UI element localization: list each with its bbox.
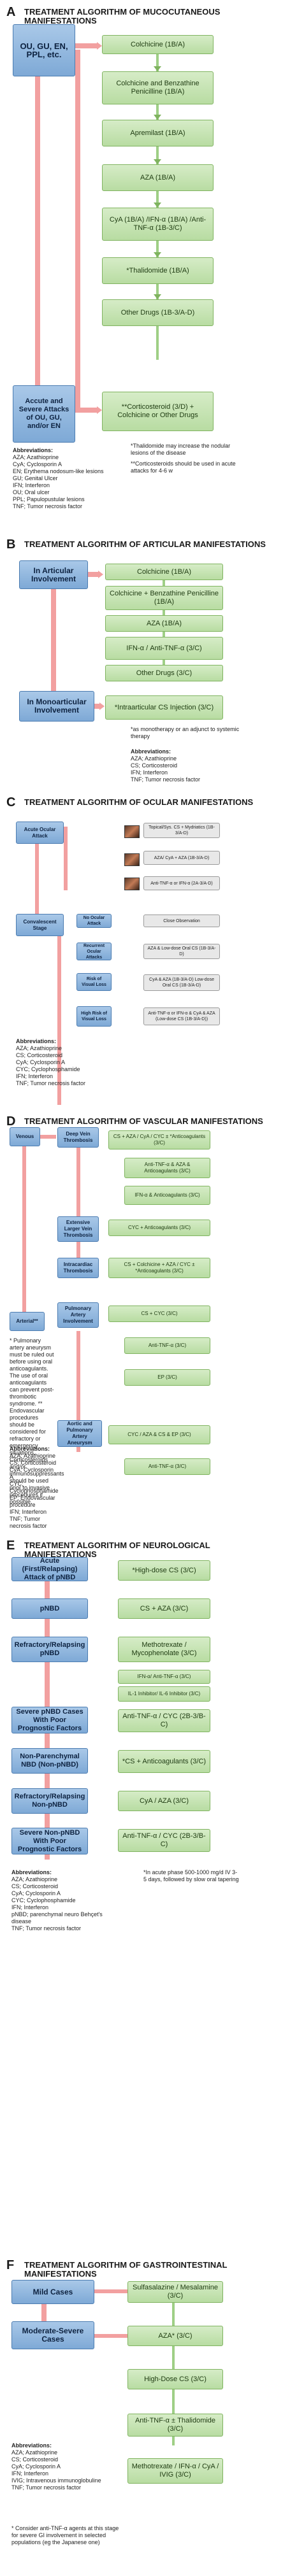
- e-left-0: Acute (First/Relapsing) Attack of pNBD: [11, 1557, 88, 1581]
- f-left-1: Moderate-Severe Cases: [11, 2321, 94, 2349]
- a-right-2: Apremilast (1B/A): [102, 120, 214, 146]
- c-right-3: Close Observation: [143, 914, 220, 927]
- d-mid-0: Deep Vein Thrombosis: [57, 1127, 99, 1148]
- e-left-6: Severe Non-pNBD With Poor Prognostic Fac…: [11, 1828, 88, 1854]
- a-right-3: AZA (1B/A): [102, 164, 214, 191]
- b-left-box-2: In Monoarticular Involvement: [19, 691, 94, 722]
- c-mid-0: No Ocular Attack: [76, 914, 112, 928]
- e-right-5: Anti-TNF-α / CYC (2B-3/B-C): [118, 1709, 210, 1732]
- a-left-box-2: Accute and Severe Attacks of OU, GU, and…: [13, 385, 75, 443]
- e-footnote: *In acute phase 500-1000 mg/d IV 3-5 day…: [143, 1869, 239, 1882]
- e-right-1: CS + AZA (3/C): [118, 1598, 210, 1619]
- b-right-0: Colchicine (1B/A): [105, 564, 223, 580]
- section-f-title: F TREATMENT ALGORITHM OF GASTROINTESTINA…: [6, 2258, 228, 2279]
- d-right-8: CYC / AZA & CS & EP (3/C): [108, 1425, 210, 1444]
- c-mid-3: High Risk of Visual Loss: [76, 1006, 112, 1027]
- b-left-box-1: In Articular Involvement: [19, 560, 88, 589]
- e-right-3: IFN-α/ Anti-TNF-α (3/C): [118, 1670, 210, 1684]
- e-left-1: pNBD: [11, 1598, 88, 1619]
- b-footnote: *as monotherapy or an adjunct to systemi…: [131, 726, 240, 739]
- section-heading: TREATMENT ALGORITHM OF MUCOCUTANEOUS MAN…: [24, 7, 221, 25]
- d-left-0: Venous: [10, 1127, 40, 1146]
- section-c-title: C TREATMENT ALGORITHM OF OCULAR MANIFEST…: [6, 795, 254, 809]
- a-right-5: *Thalidomide (1B/A): [102, 257, 214, 284]
- section-b-title: B TREATMENT ALGORITHM OF ARTICULAR MANIF…: [6, 537, 266, 551]
- a-footnotes: *Thalidomide may increase the nodular le…: [131, 443, 236, 474]
- f-right-0: Sulfasalazine / Mesalamine (3/C): [127, 2281, 223, 2303]
- d-right-4: CS + Colchicine + AZA / CYC ± *Anticoagu…: [108, 1258, 210, 1278]
- e-right-0: *High-dose CS (3/C): [118, 1560, 210, 1581]
- eye-photo-2: [124, 853, 140, 866]
- c-right-6: Anti-TNF-α or IFN-α & CyA & AZA (Low-dos…: [143, 1007, 220, 1025]
- f-right-1: AZA* (3/C): [127, 2326, 223, 2346]
- e-right-8: Anti-TNF-α / CYC (2B-3/B-C): [118, 1829, 210, 1852]
- c-right-2: Anti-TNF-α or IFN-α (2A-3/A-D): [143, 876, 220, 890]
- eye-photo-1: [124, 825, 140, 838]
- section-e-title: E TREATMENT ALGORITHM OF NEUROLOGICAL MA…: [6, 1539, 210, 1559]
- f-right-2: High-Dose CS (3/C): [127, 2369, 223, 2389]
- e-right-4: IL-1 Inhibitor/ IL-6 Inhibitor (3/C): [118, 1686, 210, 1702]
- c-right-1: AZA/ CyA + AZA (1B-3/A-D): [143, 851, 220, 865]
- a-right-0: Colchicine (1B/A): [102, 35, 214, 54]
- c-left-1: Convalescent Stage: [16, 914, 64, 936]
- b-right-2: AZA (1B/A): [105, 615, 223, 632]
- e-right-7: CyA / AZA (3/C): [118, 1791, 210, 1811]
- f-right-3: Anti-TNF-α ± Thalidomide (3/C): [127, 2414, 223, 2437]
- e-right-2: Methotrexate / Mycophenolate (3/C): [118, 1637, 210, 1662]
- d-mid-1: Extensive Larger Vein Thrombosis: [57, 1216, 99, 1242]
- d-right-9: Anti-TNF-α (3/C): [124, 1458, 210, 1475]
- d-mid-4: Aortic and Pulmonary Artery Aneurysm: [57, 1420, 102, 1447]
- a-right-1: Colchicine and Benzathine Penicilline (1…: [102, 71, 214, 104]
- f-left-0: Mild Cases: [11, 2280, 94, 2304]
- c-left-0: Acute Ocular Attack: [16, 822, 64, 844]
- d-left-1: Arterial**: [10, 1312, 45, 1331]
- d-footnotes: * Pulmonary artery aneurysm must be rule…: [10, 1337, 64, 1505]
- d-mid-3: Pulmonary Artery Involvement: [57, 1302, 99, 1328]
- section-d-title: D TREATMENT ALGORITHM OF VASCULAR MANIFE…: [6, 1114, 263, 1128]
- f-footnote: * Consider anti-TNF-α agents at this sta…: [11, 2525, 119, 2545]
- d-right-0: CS + AZA / CyA / CYC ± *Anticoagulants (…: [108, 1130, 210, 1149]
- e-left-2: Refractory/Relapsing pNBD: [11, 1637, 88, 1662]
- e-left-4: Non-Parenchymal NBD (Non-pNBD): [11, 1748, 88, 1774]
- eye-photo-3: [124, 878, 140, 890]
- d-right-7: EP (3/C): [124, 1369, 210, 1386]
- a-left-box-1: OU, GU, EN, PPL, etc.: [13, 24, 75, 76]
- d-right-5: CS + CYC (3/C): [108, 1306, 210, 1322]
- f-right-4: Methotrexate / IFN-α / CyA / IVIG (3/C): [127, 2458, 223, 2484]
- a-right-4: CyA (1B/A) /IFN-α (1B/A) /Anti-TNF-α (1B…: [102, 208, 214, 241]
- b-right-4: Other Drugs (3/C): [105, 665, 223, 681]
- b-cs-box: *Intraarticular CS Injection (3/C): [105, 695, 223, 720]
- c-right-4: AZA & Low-dose Oral CS (1B-3/A-D): [143, 944, 220, 959]
- d-mid-2: Intracardiac Thrombosis: [57, 1258, 99, 1278]
- d-right-2: IFN-α & Anticoagulants (3/C): [124, 1186, 210, 1205]
- e-left-5: Refractory/Relapsing Non-pNBD: [11, 1788, 88, 1814]
- d-right-6: Anti-TNF-α (3/C): [124, 1337, 210, 1354]
- a-cs-box: **Corticosteroid (3/D) + Colchicine or O…: [102, 392, 214, 431]
- e-right-6: *CS + Anticoagulants (3/C): [118, 1750, 210, 1773]
- b-right-1: Colchicine + Benzathine Penicilline (1B/…: [105, 586, 223, 610]
- c-mid-1: Recurrent Ocular Attacks: [76, 943, 112, 960]
- c-mid-2: Risk of Visual Loss: [76, 973, 112, 991]
- section-a-title: A TREATMENT ALGORITHM OF MUCOCUTANEOUS M…: [0, 1, 283, 25]
- section-letter: A: [6, 5, 16, 19]
- c-right-0: Topical/Sys. CS + Mydriatics (1B-3/A-D): [143, 823, 220, 838]
- b-right-3: IFN-α / Anti-TNF-α (3/C): [105, 637, 223, 660]
- d-right-3: CYC + Anticoagulants (3/C): [108, 1220, 210, 1236]
- d-right-1: Anti-TNF-α & AZA & Anticoagulants (3/C): [124, 1158, 210, 1178]
- e-left-3: Severe pNBD Cases With Poor Prognostic F…: [11, 1707, 88, 1733]
- a-right-6: Other Drugs (1B-3/A-D): [102, 299, 214, 326]
- c-right-5: CyA & AZA (1B-3/A-D) Low-dose Oral CS (1…: [143, 974, 220, 991]
